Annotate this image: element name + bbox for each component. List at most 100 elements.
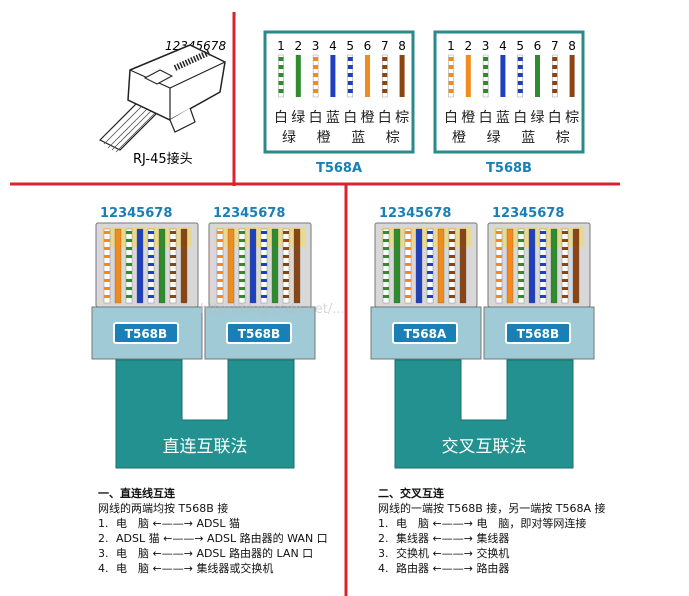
wire-5 (517, 54, 523, 98)
wire-2 (295, 55, 301, 97)
item-from: ADSL 猫 (116, 532, 160, 545)
plug-label-box (392, 322, 458, 344)
item-number: 1. (98, 517, 109, 530)
plug-standard-label: T568B (125, 327, 167, 341)
cable-label: 交叉互联法 (442, 437, 527, 457)
double-arrow-icon: ←——→ (149, 562, 197, 575)
pin-number: 1 (277, 39, 285, 53)
plug-contacts (381, 227, 471, 247)
notes-straight-desc: 网线的两端均按 T568B 接 (98, 502, 229, 515)
notes-straight-item: 4.电 脑 ←——→ 集线器或交换机 (98, 561, 338, 576)
pin-number: 8 (568, 39, 576, 53)
color-label-bottom: 绿 (487, 130, 501, 146)
notes-straight: 一、直连线互连 网线的两端均按 T568B 接 1. 电 脑 ←——→ ADSL … (98, 486, 338, 576)
wire-1 (448, 54, 454, 98)
wire-8 (569, 55, 575, 97)
color-label-top: 白 (479, 110, 493, 126)
item-from: 电 脑 (116, 517, 149, 530)
plug-contacts (102, 227, 192, 247)
color-label-top: 蓝 (496, 110, 510, 126)
color-label-top: 橙 (461, 110, 475, 126)
item-number: 2. (378, 532, 389, 545)
color-label-top: 白 (378, 110, 392, 126)
notes-cross-item: 4.路由器 ←——→ 路由器 (378, 561, 678, 576)
item-from: 路由器 (396, 562, 429, 575)
pin-number: 6 (534, 39, 542, 53)
plug-contacts (494, 227, 584, 247)
pin-number: 1 (447, 39, 455, 53)
divider-lines (10, 12, 620, 596)
pin-number: 4 (329, 39, 337, 53)
item-to: 路由器 (476, 562, 510, 575)
plug-label-box (505, 322, 571, 344)
notes-cross-item: 2. 集线器 ←——→ 集线器 (378, 531, 678, 546)
double-arrow-icon: ←——→ (159, 532, 208, 545)
double-arrow-icon: ←——→ (149, 547, 197, 560)
color-label-bottom: 橙 (452, 130, 466, 146)
pin-number: 8 (398, 39, 406, 53)
color-label-top: 白 (513, 110, 527, 126)
color-label-top: 棕 (565, 110, 579, 126)
plug-standard-label: T568B (517, 327, 559, 341)
color-label-top: 棕 (395, 110, 409, 126)
rj45-connector-illustration: 12345678 RJ-45接头 (98, 39, 226, 167)
item-to: 集线器 (476, 532, 510, 545)
color-label-top: 绿 (291, 110, 305, 126)
plug-label-box (226, 322, 292, 344)
color-label-top: 白 (274, 110, 288, 126)
standard-box-border (263, 30, 415, 154)
pin-number: 5 (516, 39, 524, 53)
item-number: 3. (378, 547, 389, 560)
item-to: 集线器或交换机 (196, 562, 274, 575)
item-from: 电 脑 (116, 547, 149, 560)
color-label-top: 白 (444, 110, 458, 126)
pin-number: 2 (464, 39, 472, 53)
wire-5 (347, 54, 353, 98)
item-from: 交换机 (396, 547, 429, 560)
double-arrow-icon: ←——→ (149, 517, 197, 530)
plug-pin-numbers: 12345678 (100, 206, 172, 221)
color-label-bottom: 蓝 (351, 130, 365, 146)
standard-box-border (433, 30, 585, 154)
pin-number: 7 (381, 39, 389, 53)
color-label-top: 白 (309, 110, 323, 126)
color-label-top: 橙 (361, 110, 375, 126)
cable-body (115, 359, 295, 469)
wire-1 (278, 54, 284, 98)
cable-label: 直连互联法 (163, 437, 248, 457)
wire-3 (312, 54, 319, 98)
color-label-bottom: 蓝 (521, 130, 535, 146)
notes-straight-title: 一、直连线互连 (98, 487, 175, 500)
plug-contacts (215, 227, 305, 247)
item-to: ADSL 猫 (196, 517, 241, 530)
double-arrow-icon: ←——→ (429, 517, 477, 530)
color-label-top: 白 (548, 110, 562, 126)
notes-straight-item: 1. 电 脑 ←——→ ADSL 猫 (98, 516, 338, 531)
pin-number: 5 (346, 39, 354, 53)
cable-body (394, 359, 574, 469)
item-from: 集线器 (396, 532, 429, 545)
item-to: ADSL 路由器的 LAN 口 (196, 547, 314, 560)
standard-name: T568B (486, 161, 532, 176)
double-arrow-icon: ←——→ (429, 532, 477, 545)
item-number: 3. (98, 547, 109, 560)
notes-cross-desc: 网线的一端按 T568B 接，另一端按 T568A 接 (378, 502, 606, 515)
watermark: http://blog.csdn.net/... (200, 302, 345, 317)
notes-straight-item: 3. 电 脑 ←——→ ADSL 路由器的 LAN 口 (98, 546, 338, 561)
item-to: 交换机 (476, 547, 510, 560)
color-label-top: 绿 (531, 110, 545, 126)
item-number: 4. (378, 562, 389, 575)
item-to: ADSL 路由器的 WAN 口 (207, 532, 328, 545)
notes-straight-item: 2.ADSL 猫 ←——→ ADSL 路由器的 WAN 口 (98, 531, 338, 546)
plug-pin-numbers: 12345678 (492, 206, 564, 221)
standard-name: T568A (316, 161, 362, 176)
wire-7 (552, 54, 558, 98)
